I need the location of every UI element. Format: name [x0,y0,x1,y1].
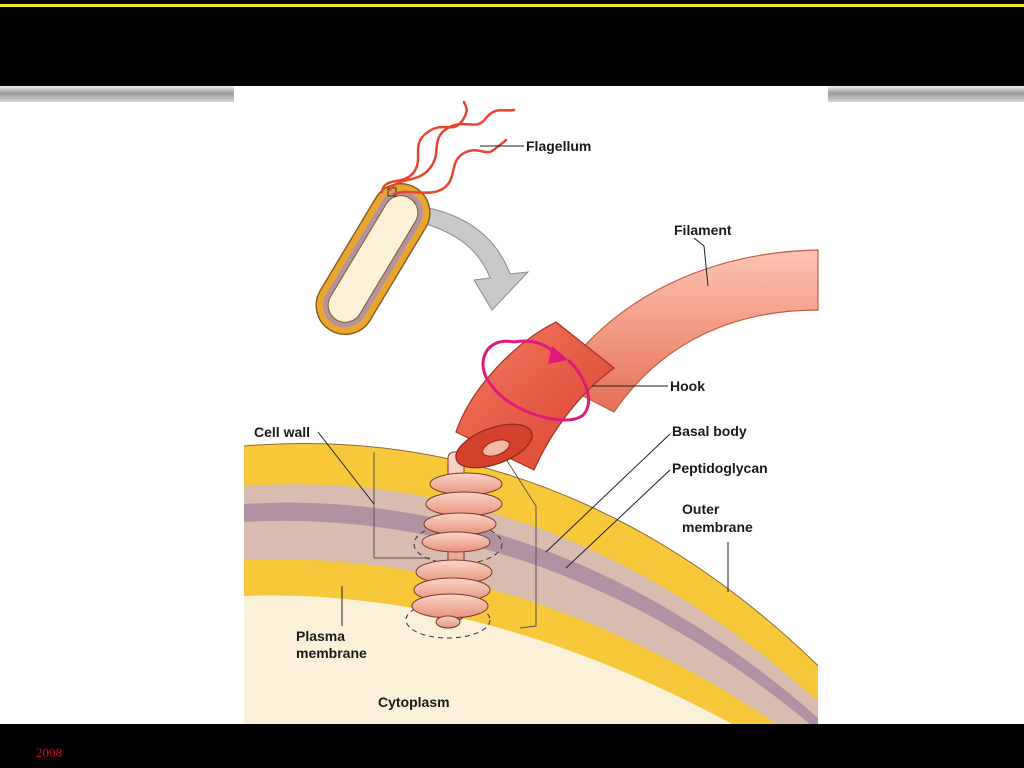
footer-year: 2008 [36,745,62,760]
title-band [0,0,1024,86]
basal-bracket [503,455,537,629]
leader-lines [317,145,729,626]
label-filament: Filament [674,222,732,238]
hook-inner [482,439,510,457]
zoom-pointer-arrow [403,203,530,311]
basal-body-structure [405,451,503,639]
label-plasma-membrane-line1: Plasma [296,628,345,644]
basal-rod-end [435,615,461,629]
bacterium-cytoplasm [327,195,419,323]
footer-band [0,724,1024,768]
label-hook: Hook [670,378,705,394]
bacterium-cell [315,183,431,335]
label-plasma-membrane-line2: membrane [296,645,367,661]
flagellum-diagram: Flagellum Filament Hook Basal body Pepti… [244,100,819,724]
label-cytoplasm: Cytoplasm [378,694,450,710]
basal-ring-7 [411,593,489,619]
label-outer-membrane-line1: Outer [682,501,720,517]
label-cell-wall: Cell wall [254,424,310,440]
label-peptidoglycan: Peptidoglycan [672,460,768,476]
title-accent-line [0,4,1024,7]
leader-basal-body [545,433,671,553]
label-flagellum: Flagellum [526,138,591,154]
label-outer-membrane-line2: membrane [682,519,753,535]
rotation-arrowhead [548,346,568,364]
basal-ring-4 [421,531,491,553]
leader-peptidoglycan [565,469,671,569]
cell-wall-bracket [373,452,430,559]
envelope-outline [244,443,818,667]
cytoplasm-region [244,595,733,724]
flagellar-filament [555,249,819,413]
header-divider-right [828,86,1024,102]
flagellum-strands [380,100,516,196]
header-divider-left [0,86,234,102]
basal-ring-2 [425,491,503,517]
leader-filament [693,237,709,287]
label-basal-body: Basal body [672,423,747,439]
cell-envelope [244,443,818,724]
leader-cell-wall [317,431,375,505]
